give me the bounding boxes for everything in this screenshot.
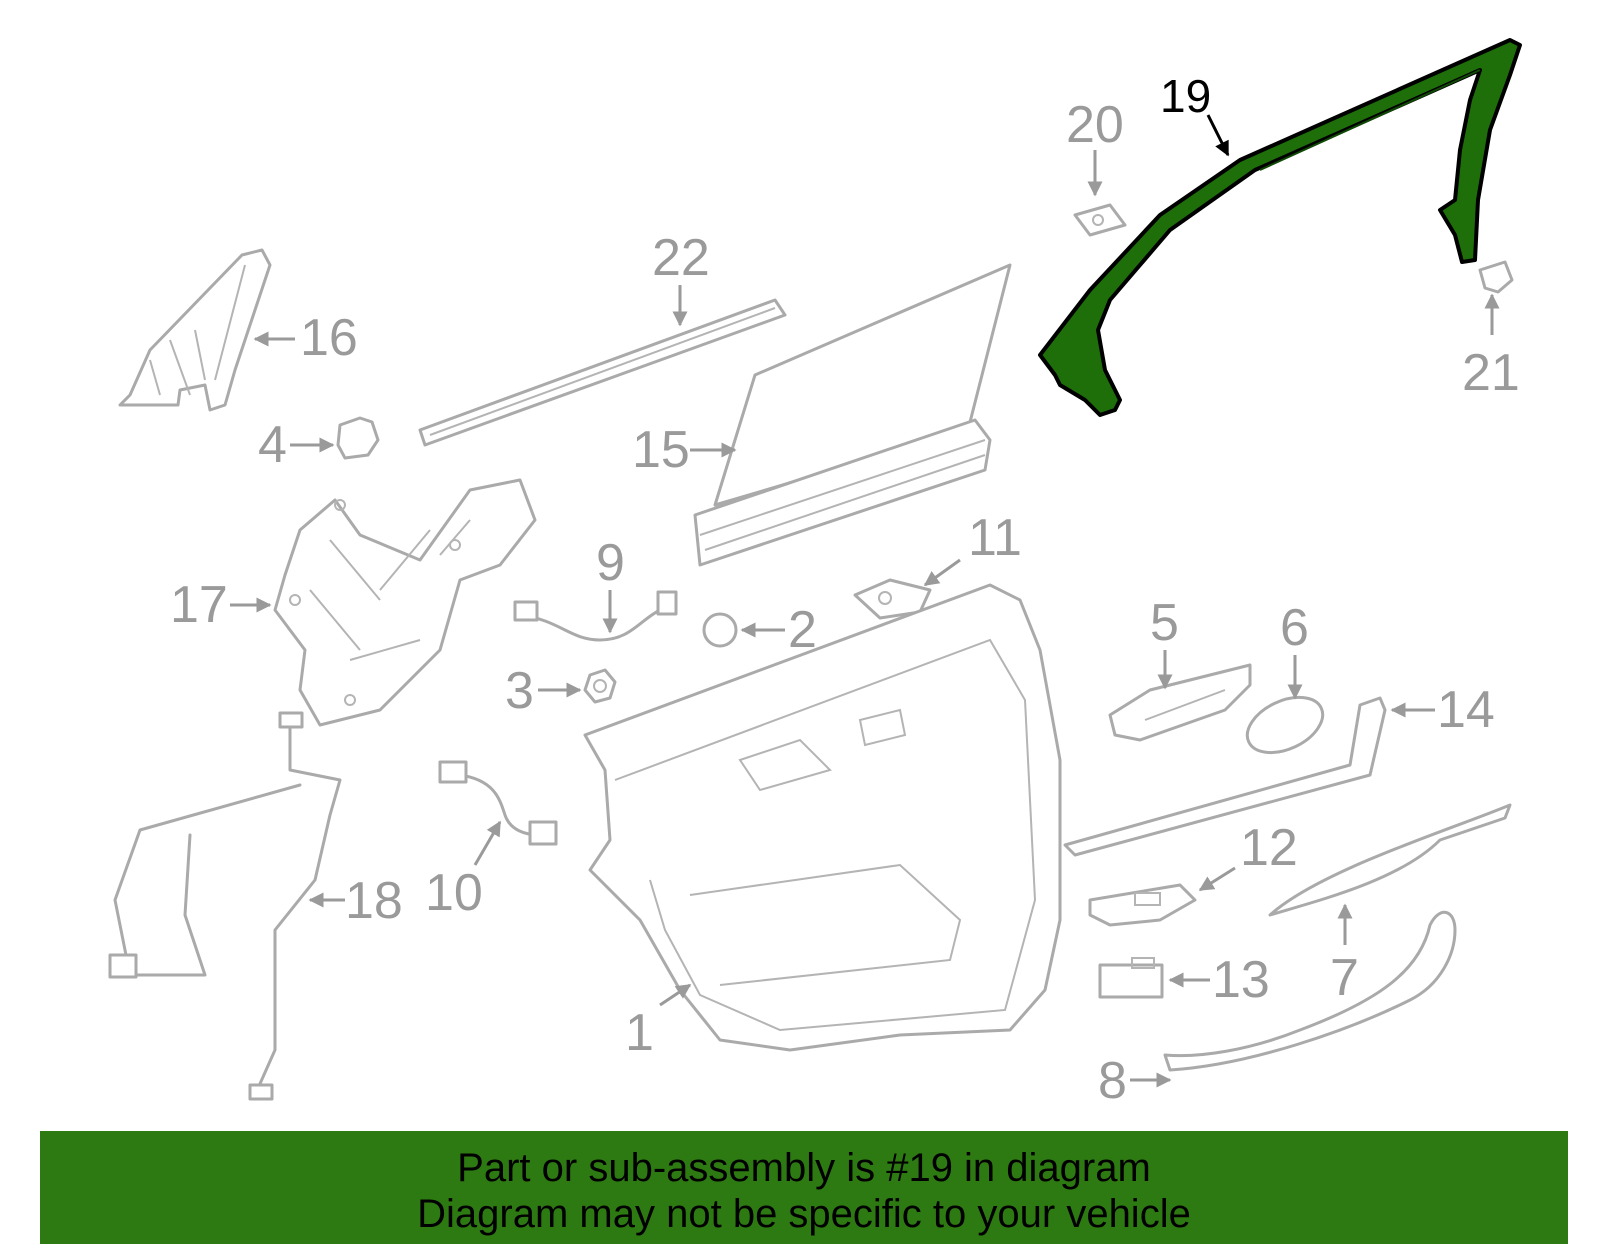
callout-12: 12 bbox=[1240, 819, 1298, 877]
part-1 bbox=[583, 583, 1062, 1052]
callout-16: 16 bbox=[300, 309, 358, 367]
part-17 bbox=[273, 478, 537, 727]
callout-17: 17 bbox=[170, 576, 228, 634]
info-banner: Part or sub-assembly is #19 in diagram D… bbox=[40, 1131, 1568, 1244]
part-4 bbox=[336, 416, 380, 460]
part-6 bbox=[1245, 695, 1325, 755]
part-20 bbox=[1073, 203, 1127, 237]
callout-10: 10 bbox=[425, 864, 483, 922]
part-12 bbox=[1088, 883, 1197, 927]
leader-11 bbox=[923, 558, 961, 587]
part-14 bbox=[1063, 696, 1387, 857]
part-21 bbox=[1478, 260, 1514, 294]
callout-8: 8 bbox=[1098, 1052, 1127, 1110]
leader-1 bbox=[659, 983, 692, 1007]
callout-3: 3 bbox=[505, 662, 534, 720]
callout-4: 4 bbox=[258, 416, 287, 474]
callout-19: 19 bbox=[1160, 70, 1211, 122]
callout-15: 15 bbox=[632, 421, 690, 479]
part-8 bbox=[1163, 911, 1457, 1072]
callout-7: 7 bbox=[1330, 949, 1359, 1007]
part-18 bbox=[108, 711, 342, 1101]
callout-9: 9 bbox=[596, 534, 625, 592]
part-22 bbox=[418, 298, 787, 447]
part-13 bbox=[1098, 957, 1164, 999]
part-15 bbox=[693, 263, 1012, 567]
part-11 bbox=[853, 578, 932, 620]
callout-13: 13 bbox=[1212, 951, 1270, 1009]
callout-14: 14 bbox=[1437, 681, 1495, 739]
callout-18: 18 bbox=[345, 872, 403, 930]
banner-line-1: Part or sub-assembly is #19 in diagram bbox=[457, 1146, 1151, 1190]
callout-21: 21 bbox=[1462, 344, 1520, 402]
part-7 bbox=[1268, 803, 1512, 917]
callout-6: 6 bbox=[1280, 599, 1309, 657]
banner-line-2: Diagram may not be specific to your vehi… bbox=[417, 1192, 1191, 1236]
part-19 bbox=[1038, 38, 1522, 417]
part-10 bbox=[438, 760, 558, 846]
leader-19 bbox=[1206, 114, 1230, 157]
callout-22: 22 bbox=[652, 229, 710, 287]
part-16 bbox=[118, 248, 272, 412]
callout-1: 1 bbox=[625, 1004, 654, 1062]
leader-12 bbox=[1198, 866, 1236, 892]
part-2 bbox=[702, 612, 738, 648]
leader-10 bbox=[473, 820, 502, 866]
callout-20: 20 bbox=[1066, 96, 1124, 154]
callout-11: 11 bbox=[968, 509, 1022, 567]
part-5 bbox=[1108, 663, 1252, 742]
part-9 bbox=[513, 590, 678, 642]
callout-5: 5 bbox=[1150, 594, 1179, 652]
part-3 bbox=[583, 668, 617, 704]
